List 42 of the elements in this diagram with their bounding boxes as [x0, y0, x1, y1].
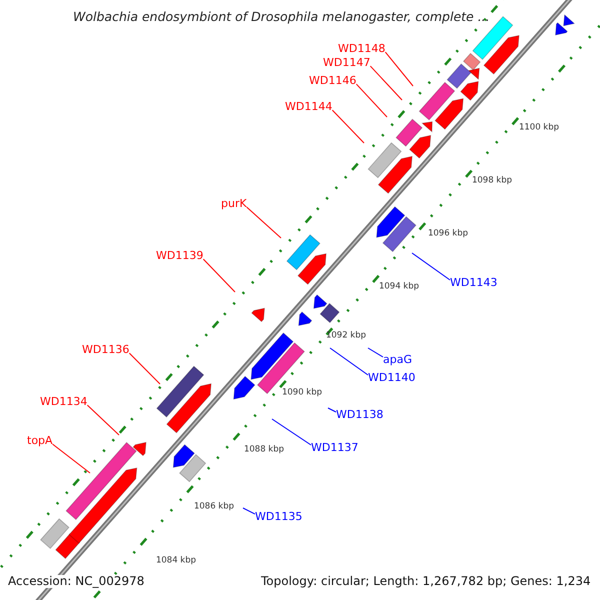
gene-label: WD1137	[311, 442, 358, 454]
scale-tick-label: 1098 kbp	[472, 176, 512, 186]
scale-tick-label: 1094 kbp	[378, 282, 420, 292]
gene-label: topA	[27, 435, 53, 448]
scale-tick-label: 1084 kbp	[156, 556, 196, 566]
gene-label: WD1140	[368, 372, 416, 384]
accession-text: Accession: NC_002978	[8, 575, 144, 588]
gene-label: purK	[221, 198, 247, 210]
leader-line	[272, 418, 312, 446]
leader-line	[330, 348, 368, 376]
leader-line	[356, 84, 388, 118]
gene-label: WD1143	[450, 277, 498, 290]
scale-tick-label: 1100 kbp	[518, 123, 560, 133]
leader-line	[332, 110, 364, 144]
map-title: Wolbachia endosymbiont of Drosophila melanogaster, complete ...	[73, 10, 490, 24]
leader-line	[370, 66, 402, 100]
gene-label: WD1147	[323, 57, 370, 70]
gene-label: WD1146	[309, 75, 356, 88]
gene-label: WD1134	[40, 396, 88, 408]
leader-line	[202, 258, 236, 292]
leader-line	[128, 352, 160, 384]
scale-tick-label: 1086 kbp	[194, 502, 234, 512]
leader-line	[384, 52, 414, 86]
leader-line	[52, 444, 90, 474]
genome-summary-text: Topology: circular; Length: 1,267,782 bp; Genes: 1,234	[261, 575, 591, 588]
scale-tick-label: 1096 kbp	[428, 229, 468, 239]
gene-label: WD1138	[336, 409, 384, 422]
leader-line	[412, 252, 450, 280]
leader-line	[242, 508, 256, 514]
scale-tick-label: 1090 kbp	[282, 388, 322, 398]
leader-line	[246, 206, 282, 238]
gene-label: WD1135	[255, 511, 302, 524]
gene-label: WD1139	[156, 250, 204, 262]
gene-label: WD1148	[338, 43, 386, 56]
scale-tick-label: 1092 kbp	[326, 331, 366, 341]
leader-line	[368, 348, 384, 358]
leader-line	[328, 408, 336, 412]
scale-tick-label: 1088 kbp	[244, 445, 284, 455]
leader-line	[86, 404, 120, 436]
gene-label: apaG	[383, 354, 412, 366]
gene-label: WD1136	[82, 344, 130, 356]
gene-label: WD1144	[285, 101, 332, 114]
